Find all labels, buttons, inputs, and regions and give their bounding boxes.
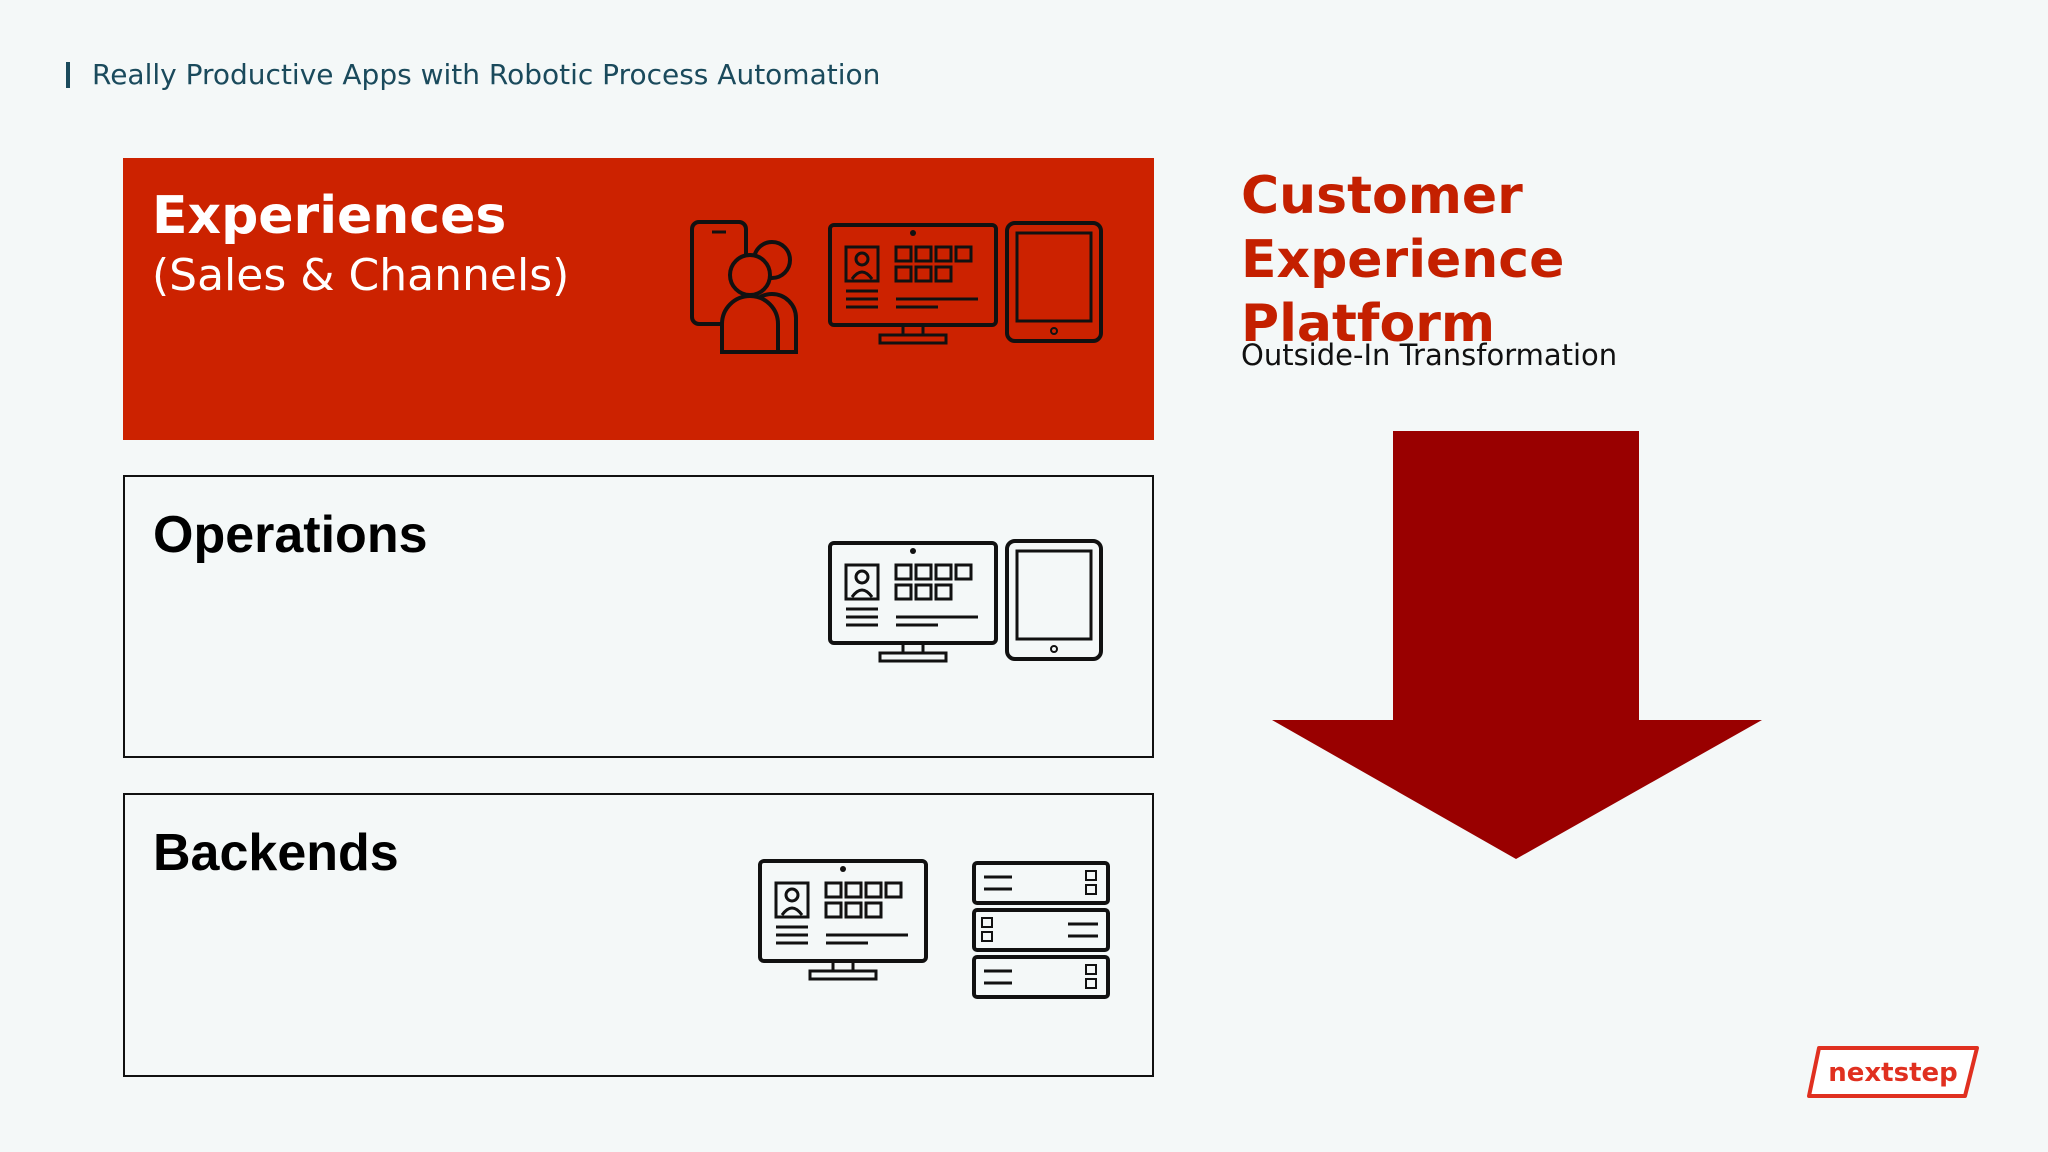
down-arrow-icon bbox=[1272, 431, 1762, 859]
header-accent-bar bbox=[66, 61, 70, 88]
tablet-icon bbox=[1005, 221, 1103, 343]
platform-title: Customer Experience Platform bbox=[1241, 164, 1841, 356]
backends-title: Backends bbox=[153, 824, 399, 882]
server-stack-icon bbox=[972, 861, 1110, 999]
experiences-title: Experiences bbox=[152, 186, 507, 246]
platform-title-line2: Platform bbox=[1241, 294, 1496, 354]
platform-subtitle: Outside-In Transformation bbox=[1241, 338, 1618, 372]
header-title: Really Productive Apps with Robotic Proc… bbox=[92, 58, 881, 91]
desktop-monitor-icon bbox=[828, 223, 998, 345]
operations-layer-box: Operations bbox=[123, 475, 1154, 758]
platform-title-line1: Customer Experience bbox=[1241, 166, 1565, 290]
slide-header: Really Productive Apps with Robotic Proc… bbox=[66, 58, 880, 91]
backends-layer-box: Backends bbox=[123, 793, 1154, 1077]
logo-text: nextstep bbox=[1828, 1058, 1958, 1088]
nextstep-logo: nextstep bbox=[1807, 1046, 1979, 1098]
operations-title: Operations bbox=[153, 506, 428, 564]
tablet-icon bbox=[1005, 539, 1103, 661]
desktop-monitor-icon bbox=[828, 541, 998, 663]
experiences-layer-box: Experiences (Sales & Channels) bbox=[123, 158, 1154, 440]
experiences-subtitle: (Sales & Channels) bbox=[152, 250, 570, 301]
mobile-user-icon bbox=[690, 220, 798, 354]
desktop-monitor-icon bbox=[758, 859, 928, 981]
